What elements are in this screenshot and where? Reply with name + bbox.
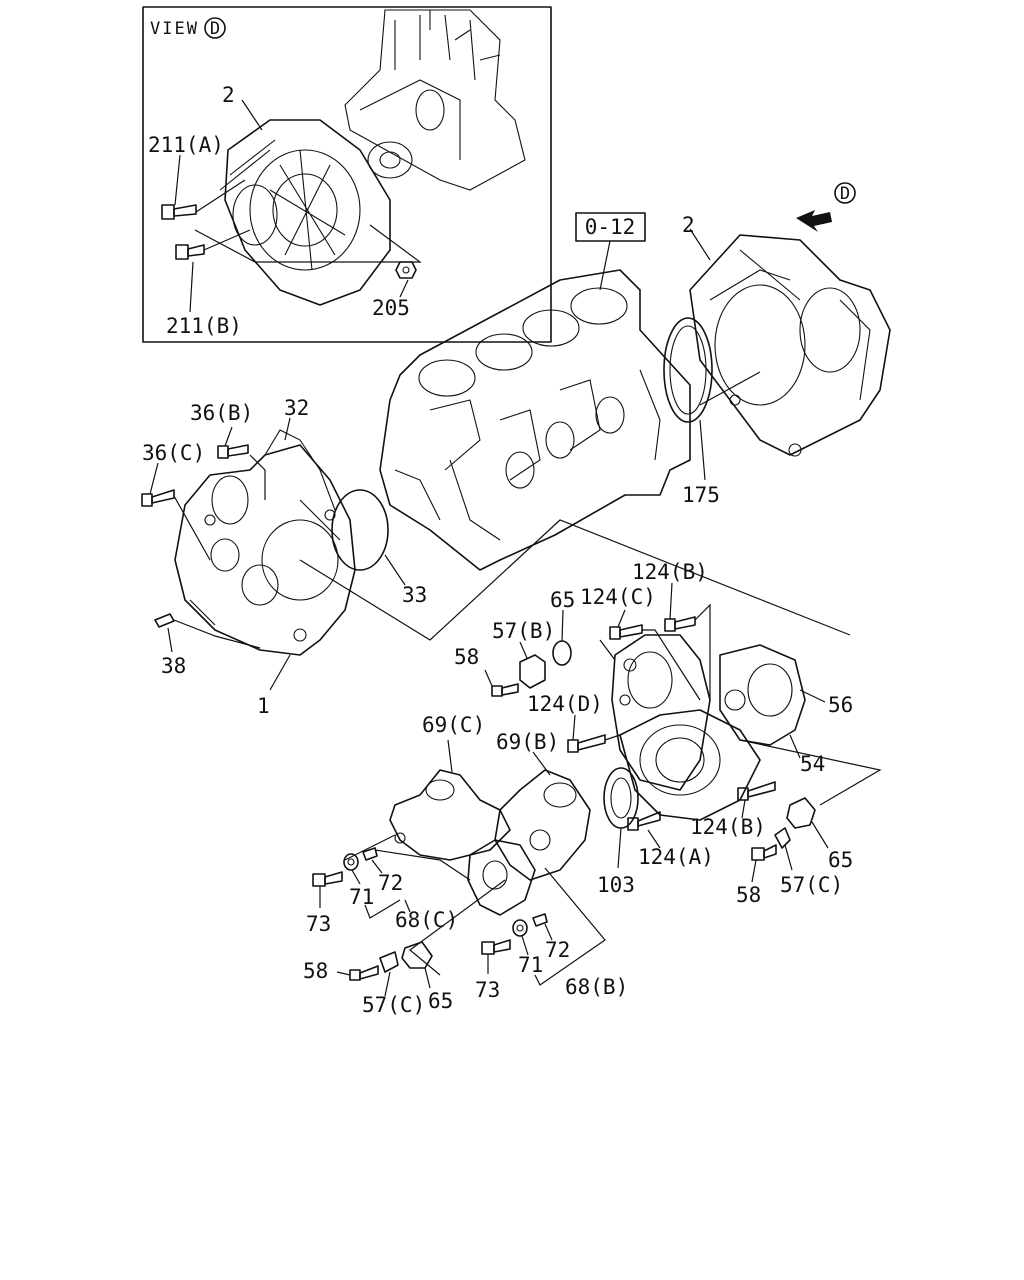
gasket-65-top <box>552 609 572 666</box>
inset-view-d: VIEW D <box>142 6 552 343</box>
callout-33: 33 <box>402 583 427 607</box>
oil-seal-103 <box>603 767 639 869</box>
inset-bolt-211a <box>161 204 197 220</box>
callout-72-mid: 72 <box>545 938 570 962</box>
callout-71-mid: 71 <box>518 953 543 977</box>
inset-view-label: VIEW <box>150 19 199 39</box>
callout-38: 38 <box>161 654 186 678</box>
callout-175: 175 <box>682 483 720 507</box>
cover-57c-low <box>379 951 399 997</box>
bolt-58-low <box>336 965 379 981</box>
inset-view-letter: D <box>210 19 220 39</box>
callout-57b: 57(B) <box>492 619 555 643</box>
bolt-58-right <box>751 844 777 883</box>
timing-gear-case <box>611 634 711 791</box>
bolt-73-left <box>312 871 343 908</box>
inset-view-letter-circle <box>204 17 226 39</box>
callout-58-mid: 58 <box>454 645 479 669</box>
bolt-124d <box>567 714 606 753</box>
inset-callout-2: 2 <box>222 83 235 107</box>
oring-33 <box>331 489 389 571</box>
inset-frame <box>142 6 552 343</box>
callout-124d: 124(D) <box>527 692 603 716</box>
callout-65-top: 65 <box>550 588 575 612</box>
rear-oil-seal <box>663 317 713 481</box>
bolt-124a <box>627 811 661 849</box>
inset-callout-211a: 211(A) <box>148 133 224 157</box>
ref-box-label: 0-12 <box>585 215 636 239</box>
inset-bolt-211b <box>175 244 205 260</box>
gear-plate-69b <box>494 751 591 881</box>
callout-69b: 69(B) <box>496 730 559 754</box>
callout-68c: 68(C) <box>395 908 458 932</box>
callout-72-left: 72 <box>378 871 403 895</box>
callout-36b: 36(B) <box>190 401 253 425</box>
callout-65-right: 65 <box>828 848 853 872</box>
callout-36c: 36(C) <box>142 441 205 465</box>
gear-plate-69c <box>389 739 511 861</box>
callout-124a: 124(A) <box>638 845 714 869</box>
callout-57c-low: 57(C) <box>362 993 425 1017</box>
inset-nut-205 <box>395 261 417 279</box>
callout-54: 54 <box>800 752 825 776</box>
gasket-65-right <box>786 797 829 849</box>
washer-71-left <box>343 853 361 885</box>
callout-103: 103 <box>597 873 635 897</box>
cover-57c-right <box>774 827 793 871</box>
callout-73-left: 73 <box>306 912 331 936</box>
flywheel-housing <box>689 228 891 457</box>
callout-69c: 69(C) <box>422 713 485 737</box>
callout-32: 32 <box>284 396 309 420</box>
callout-73-mid: 73 <box>475 978 500 1002</box>
callout-2: 2 <box>682 213 695 237</box>
pin-72-mid <box>532 913 553 941</box>
callout-58-low: 58 <box>303 959 328 983</box>
gear-plate-68 <box>467 839 536 916</box>
ref-box-0-12: 0-12 <box>575 212 646 291</box>
callout-58-right: 58 <box>736 883 761 907</box>
gasket-65-low <box>401 941 433 989</box>
bolt-73-mid <box>481 939 511 974</box>
callout-65-low: 65 <box>428 989 453 1013</box>
bolt-124c <box>609 609 643 640</box>
bolt-36c <box>141 462 175 507</box>
callout-71-left: 71 <box>349 885 374 909</box>
inset-callout-205: 205 <box>372 296 410 320</box>
inset-callout-211b: 211(B) <box>166 314 242 338</box>
front-cover-56 <box>719 644 806 746</box>
view-d-letter: D <box>840 184 850 204</box>
callout-68b: 68(B) <box>565 975 628 999</box>
front-case-54 <box>619 709 761 821</box>
dowel-pin-38 <box>154 613 175 653</box>
cylinder-block <box>379 269 691 571</box>
callout-1: 1 <box>257 694 270 718</box>
callout-124b-top: 124(B) <box>632 560 708 584</box>
inset-engine-illustration <box>344 9 526 191</box>
bolt-124b-low <box>737 781 776 819</box>
callout-57c-right: 57(C) <box>780 873 843 897</box>
callout-56: 56 <box>828 693 853 717</box>
callout-124c: 124(C) <box>580 585 656 609</box>
bolt-58-mid <box>484 669 519 697</box>
bolt-124b-top <box>664 582 696 632</box>
bolt-36b <box>217 426 249 459</box>
inset-housing-illustration <box>219 119 391 306</box>
pin-72-left <box>362 847 383 874</box>
callout-124b-low: 124(B) <box>690 815 766 839</box>
cover-57b <box>519 641 546 689</box>
washer-71-mid <box>512 919 529 956</box>
view-d-marker: D <box>796 182 856 232</box>
